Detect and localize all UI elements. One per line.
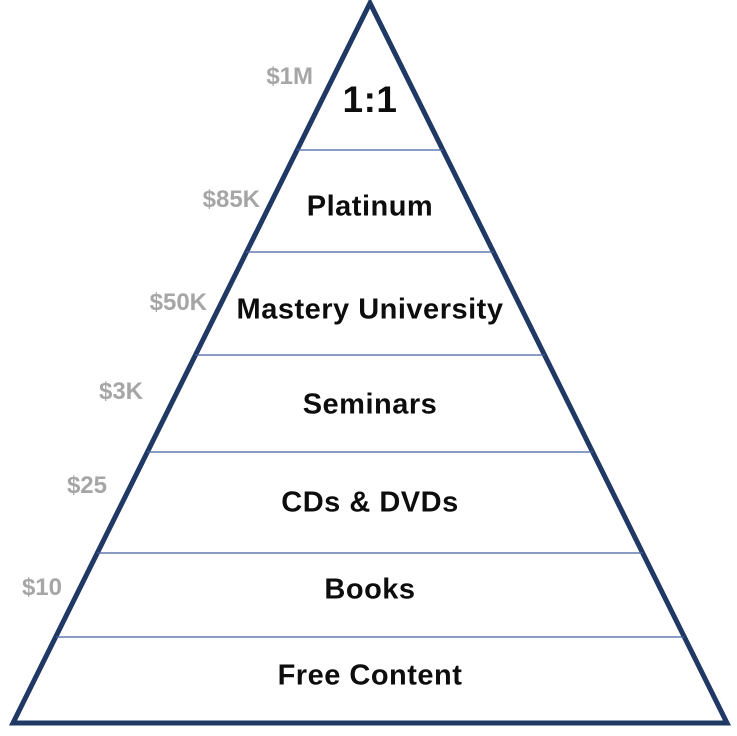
price-label-50k: $50K — [149, 289, 207, 316]
price-label-10: $10 — [21, 574, 62, 601]
tier-label-mastery-university: Mastery University — [236, 293, 504, 326]
tier-label-free-content: Free Content — [277, 659, 463, 692]
price-label-3k: $3K — [98, 378, 143, 405]
tier-label-platinum: Platinum — [306, 190, 434, 223]
price-label-85k: $85K — [202, 186, 260, 213]
tier-label-cds-dvds: CDs & DVDs — [281, 486, 459, 519]
pyramid-outline — [8, 0, 732, 726]
tier-label-seminars: Seminars — [302, 388, 438, 421]
tier-label-one-to-one: 1:1 — [342, 79, 398, 120]
price-label-25: $25 — [66, 472, 107, 499]
price-label-1m: $1M — [266, 63, 313, 90]
tier-label-books: Books — [324, 573, 416, 606]
